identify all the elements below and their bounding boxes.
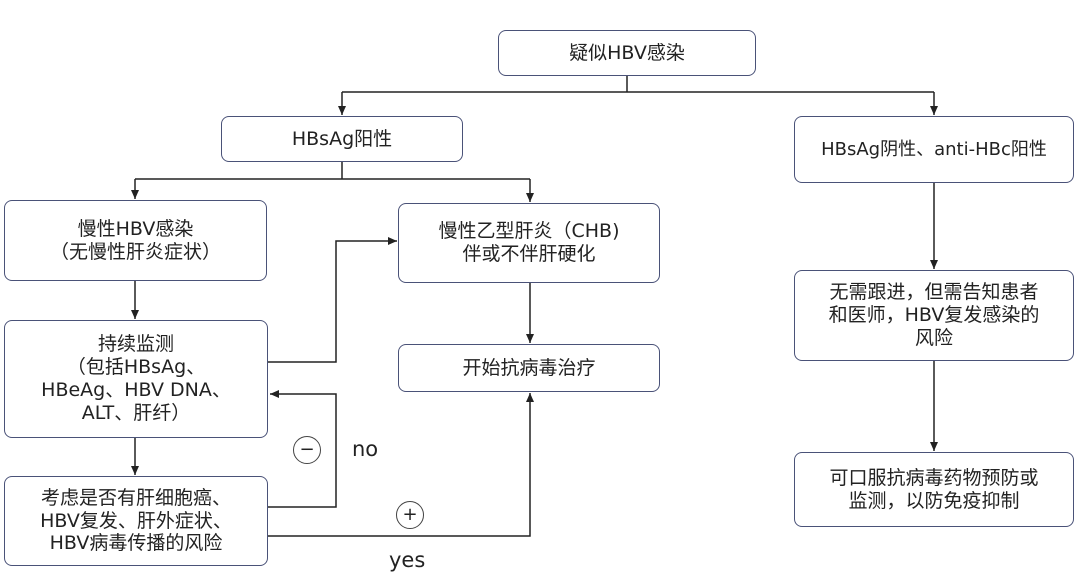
node-hbsag-negative: HBsAg阴性、anti-HBc阳性 xyxy=(794,116,1074,183)
yes-label: yes xyxy=(389,548,426,572)
node-text: 疑似HBV感染 xyxy=(569,41,685,64)
node-no-followup: 无需跟进，但需告知患者 和医师，HBV复发感染的 风险 xyxy=(794,270,1074,361)
node-text-line2: （包括HBsAg、 xyxy=(66,356,206,379)
node-text-line2: HBV复发、肝外症状、 xyxy=(40,509,232,532)
node-hbsag-positive: HBsAg阳性 xyxy=(221,116,463,162)
node-text-line2: 和医师，HBV复发感染的 xyxy=(828,304,1040,327)
node-text-line1: 慢性乙型肝炎（CHB) xyxy=(438,220,620,243)
node-text-line3: HBeAg、HBV DNA、 xyxy=(41,379,231,401)
node-suspected-hbv: 疑似HBV感染 xyxy=(498,30,756,76)
node-text-line4: ALT、肝纤） xyxy=(81,401,191,424)
node-start-antiviral: 开始抗病毒治疗 xyxy=(398,344,660,392)
minus-symbol: − xyxy=(299,439,315,460)
node-text-line1: 慢性HBV感染 xyxy=(77,217,194,240)
node-chronic-hbv: 慢性HBV感染 （无慢性肝炎症状） xyxy=(4,200,267,281)
no-label: no xyxy=(352,437,379,461)
node-text-line1: 可口服抗病毒药物预防或 xyxy=(829,466,1039,489)
plus-circle-icon: + xyxy=(396,501,424,529)
node-text: HBsAg阴性、anti-HBc阳性 xyxy=(821,138,1047,160)
node-text-line2: （无慢性肝炎症状） xyxy=(49,240,221,263)
node-text-line2: 伴或不伴肝硬化 xyxy=(462,243,596,265)
node-text-line3: HBV病毒传播的风险 xyxy=(49,532,223,555)
plus-symbol: + xyxy=(402,504,418,525)
node-continuous-monitoring: 持续监测 （包括HBsAg、 HBeAg、HBV DNA、 ALT、肝纤） xyxy=(4,320,268,438)
node-text-line1: 持续监测 xyxy=(97,333,174,356)
node-text-line1: 考虑是否有肝细胞癌、 xyxy=(40,486,231,509)
node-text: HBsAg阳性 xyxy=(291,127,393,150)
node-prophylaxis: 可口服抗病毒药物预防或 监测，以防免疫抑制 xyxy=(794,452,1074,527)
node-consider-risks: 考虑是否有肝细胞癌、 HBV复发、肝外症状、 HBV病毒传播的风险 xyxy=(4,476,268,566)
node-text-line3: 风险 xyxy=(914,326,953,349)
node-text-line1: 无需跟进，但需告知患者 xyxy=(829,281,1039,304)
node-chb: 慢性乙型肝炎（CHB) 伴或不伴肝硬化 xyxy=(398,203,660,283)
node-text-line2: 监测，以防免疫抑制 xyxy=(848,489,1020,512)
minus-circle-icon: − xyxy=(293,436,321,464)
node-text: 开始抗病毒治疗 xyxy=(462,356,596,379)
